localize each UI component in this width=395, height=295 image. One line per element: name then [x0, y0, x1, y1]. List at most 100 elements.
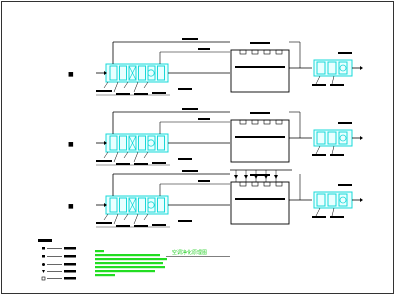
damper-icon	[254, 175, 258, 179]
legend-row	[42, 255, 76, 258]
leader-line	[123, 151, 129, 159]
hepa-outlet	[275, 181, 283, 187]
duct-tag	[182, 38, 198, 40]
clean-room	[230, 119, 290, 163]
fan-section	[327, 193, 337, 207]
arrow-icon	[104, 141, 107, 145]
system-row: ■	[68, 108, 363, 166]
fan-tag	[338, 122, 352, 124]
fan-section	[327, 61, 337, 75]
duct-tag	[182, 170, 198, 172]
row-marker: ■	[68, 141, 74, 148]
filter-icon	[128, 135, 137, 151]
fan-section	[338, 193, 348, 207]
ahu-section	[109, 65, 118, 81]
duct-tag	[198, 180, 210, 182]
ahu-casing	[105, 195, 169, 215]
legend-row	[41, 276, 76, 281]
leader-line	[113, 213, 119, 225]
arrow-icon	[104, 203, 107, 207]
row-marker: ■	[68, 71, 74, 78]
leader-line	[315, 75, 321, 85]
legend-row	[42, 263, 76, 266]
system-row: ■	[68, 169, 363, 228]
fan-tag	[330, 154, 344, 156]
fan-section	[316, 61, 326, 75]
design-notes	[95, 250, 167, 277]
damper-icon	[264, 175, 268, 179]
leader-line	[113, 81, 119, 93]
leader-line	[103, 81, 109, 89]
leader-line	[113, 151, 119, 163]
hepa-outlet	[251, 181, 259, 187]
ahu-section	[138, 197, 146, 213]
hepa-outlet	[263, 49, 271, 55]
damper-icon	[234, 175, 238, 179]
air-handling-unit	[105, 133, 169, 153]
room-outline	[230, 49, 290, 93]
hepa-outlet	[239, 181, 247, 187]
room-tag	[250, 112, 270, 114]
fan-tag	[330, 84, 344, 86]
room-tag	[250, 174, 270, 176]
filter-icon	[128, 65, 137, 81]
hepa-outlet	[251, 49, 259, 55]
ahu-section	[157, 65, 165, 81]
drawing-title: 空调净化原理图	[172, 249, 207, 256]
leader-line	[331, 207, 335, 217]
leader-line	[143, 151, 149, 159]
room-outline	[230, 119, 290, 163]
hepa-outlet	[263, 119, 271, 125]
leader-line	[143, 213, 149, 221]
system-row: ■	[68, 38, 363, 96]
ahu-section	[119, 65, 127, 81]
fan-section	[338, 61, 348, 75]
equipment-tag	[116, 163, 130, 165]
duct-tag	[198, 48, 210, 50]
note-line	[95, 266, 165, 269]
legend	[38, 239, 76, 281]
arrow-icon	[360, 136, 363, 140]
legend-header	[38, 239, 52, 242]
legend-row	[42, 247, 76, 250]
leader-line	[123, 213, 129, 221]
equipment-tag	[134, 225, 148, 227]
note-line	[95, 250, 104, 253]
legend-row	[42, 270, 76, 273]
arrow-icon	[104, 71, 107, 75]
leader-line	[133, 151, 139, 163]
ahu-section	[119, 197, 127, 213]
fan-tag	[312, 154, 326, 156]
ahu-section	[128, 197, 137, 213]
hepa-outlet	[275, 119, 283, 125]
leader-line	[315, 145, 321, 155]
hepa-outlet	[251, 119, 259, 125]
exhaust-fan-unit	[313, 59, 353, 77]
fan-tag	[312, 84, 326, 86]
equipment-tag	[96, 222, 112, 224]
exhaust-fan-unit	[313, 129, 353, 147]
air-handling-unit	[105, 63, 169, 83]
fan-tag	[338, 52, 352, 54]
ahu-section	[157, 135, 165, 151]
fan-tag	[338, 184, 352, 186]
damper-icon	[274, 175, 278, 179]
hepa-outlet	[275, 49, 283, 55]
ahu-section	[157, 197, 165, 213]
ahu-section	[138, 65, 146, 81]
air-handling-unit	[105, 195, 169, 215]
duct-tag	[198, 118, 210, 120]
fan-section	[316, 193, 326, 207]
fan-section	[316, 131, 326, 145]
fan-tag	[330, 216, 344, 218]
note-line	[95, 270, 155, 273]
note-line	[95, 254, 160, 257]
ahu-section	[138, 135, 146, 151]
fan-icon	[147, 69, 155, 77]
ahu-casing	[105, 63, 169, 83]
ahu-section	[128, 135, 137, 151]
row-marker: ■	[68, 203, 74, 210]
fan-icon	[147, 201, 155, 209]
clean-room	[230, 49, 290, 93]
